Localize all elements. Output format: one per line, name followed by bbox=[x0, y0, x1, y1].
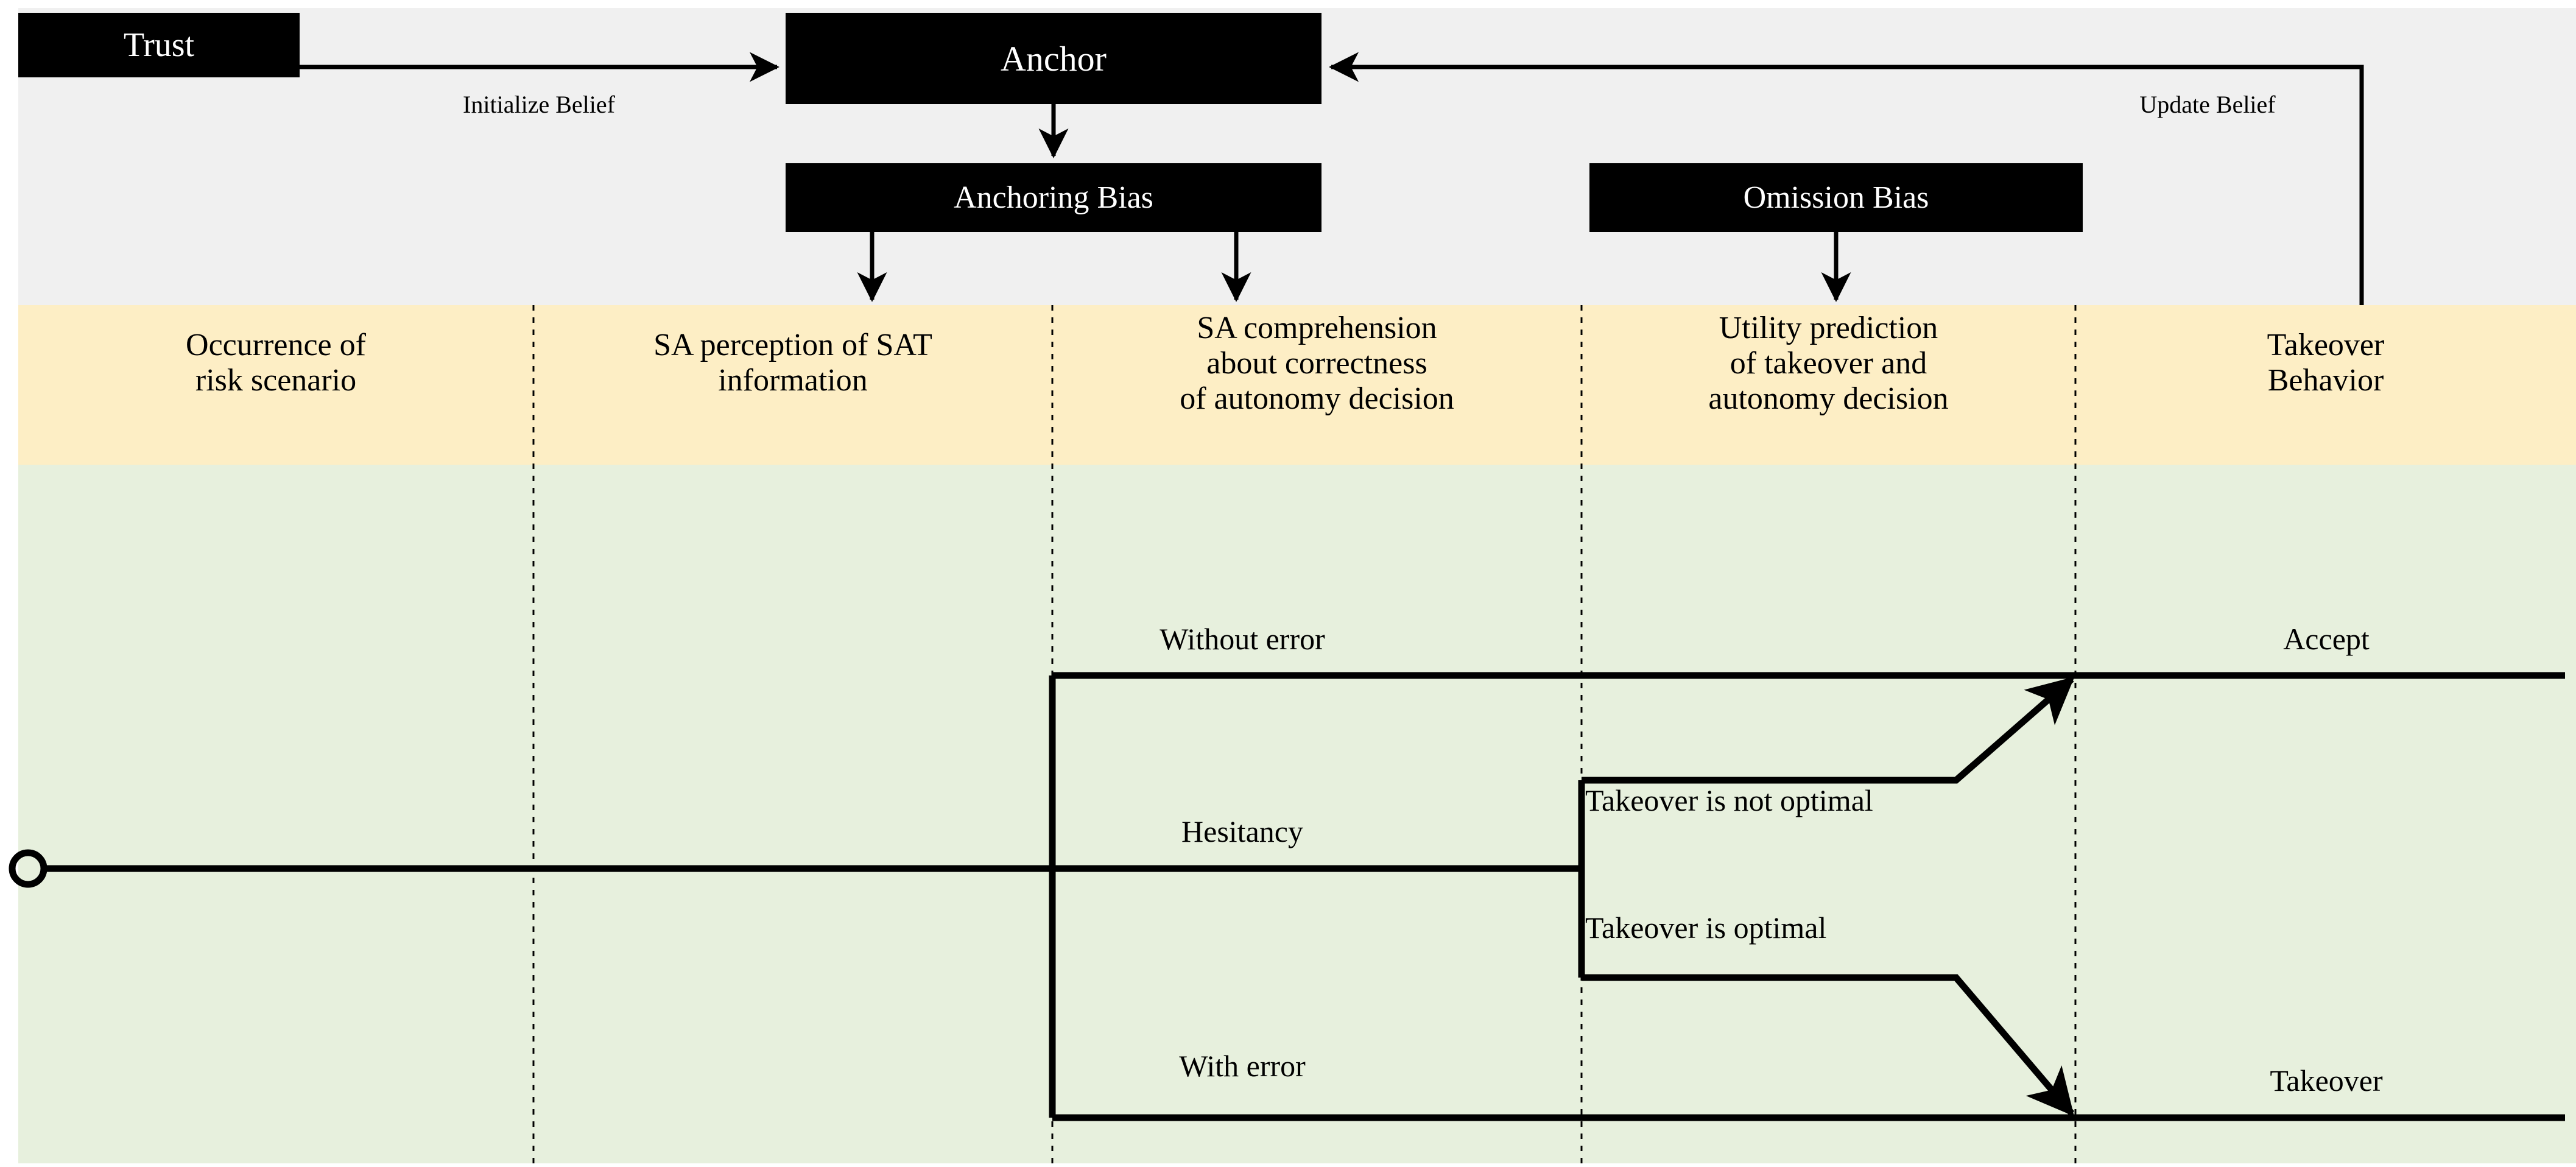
box-anchoring-bias bbox=[786, 163, 1321, 232]
box-label-anchoring-bias: Anchoring Bias bbox=[954, 180, 1153, 215]
branch-label-hesitancy: Hesitancy bbox=[1181, 814, 1303, 848]
branch-takeover-not-optimal bbox=[1582, 676, 2075, 784]
stage-header-3: SA comprehension about correctness of au… bbox=[1180, 311, 1454, 417]
branch-label-with-error: With error bbox=[1179, 1049, 1306, 1083]
outcome-label-takeover: Takeover bbox=[2270, 1063, 2383, 1098]
box-label-omission-bias: Omission Bias bbox=[1743, 180, 1929, 215]
stage-header-1: Occurrence of risk scenario bbox=[186, 328, 366, 398]
box-label-trust: Trust bbox=[123, 26, 195, 64]
stage-header-4: Utility prediction of takeover and auton… bbox=[1708, 311, 1949, 417]
box-anchor bbox=[786, 13, 1321, 104]
edge-label-update-belief: Update Belief bbox=[2139, 91, 2276, 118]
edge-update-belief bbox=[1329, 52, 2364, 305]
branch-label-takeover-not-optimal: Takeover is not optimal bbox=[1585, 783, 1873, 817]
stage-header-2: SA perception of SAT information bbox=[653, 328, 932, 398]
box-trust bbox=[18, 13, 300, 77]
stage-header-5: Takeover Behavior bbox=[2267, 328, 2385, 398]
outcome-label-accept: Accept bbox=[2283, 622, 2370, 656]
box-label-anchor: Anchor bbox=[1001, 38, 1107, 79]
branch-takeover-optimal bbox=[1582, 974, 2075, 1116]
branch-label-takeover-optimal: Takeover is optimal bbox=[1585, 911, 1827, 945]
branch-label-without-error: Without error bbox=[1160, 622, 1325, 656]
band-green bbox=[18, 465, 2576, 1163]
edge-label-initialize-belief: Initialize Belief bbox=[463, 91, 615, 118]
box-omission-bias bbox=[1589, 163, 2083, 232]
band-orange bbox=[18, 305, 2576, 465]
